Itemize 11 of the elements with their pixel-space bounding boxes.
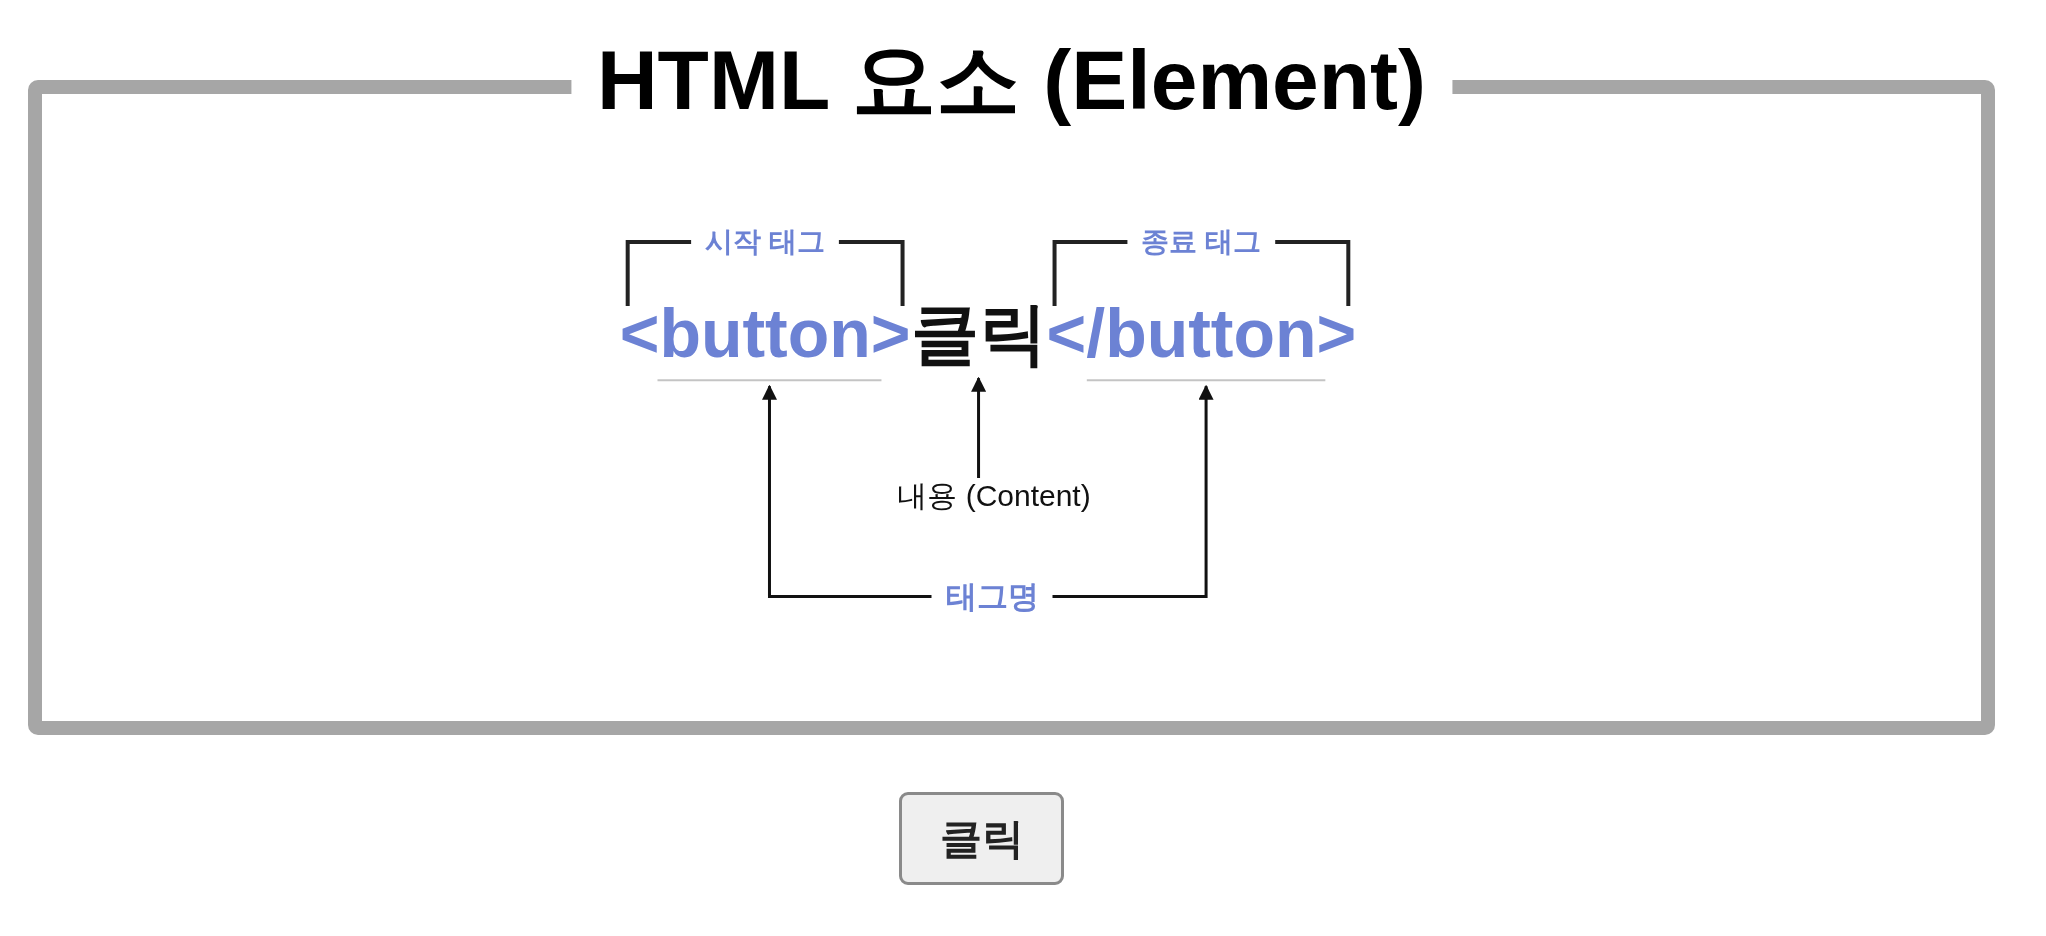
- bracket-label: 시작 태그: [705, 225, 825, 259]
- annotation-text: 내용 (Content): [893, 478, 1095, 514]
- arrow: [971, 376, 987, 478]
- arrow: [1052, 384, 1214, 599]
- code-text: 클릭: [910, 294, 1047, 373]
- code-text: <button>: [619, 294, 911, 373]
- annotation-text: 태그명: [941, 578, 1043, 616]
- arrow: [762, 384, 932, 599]
- code-text: </button>: [1046, 294, 1357, 373]
- rendered-button: 클릭: [899, 792, 1064, 885]
- bracket-label: 종료 태그: [1141, 225, 1262, 259]
